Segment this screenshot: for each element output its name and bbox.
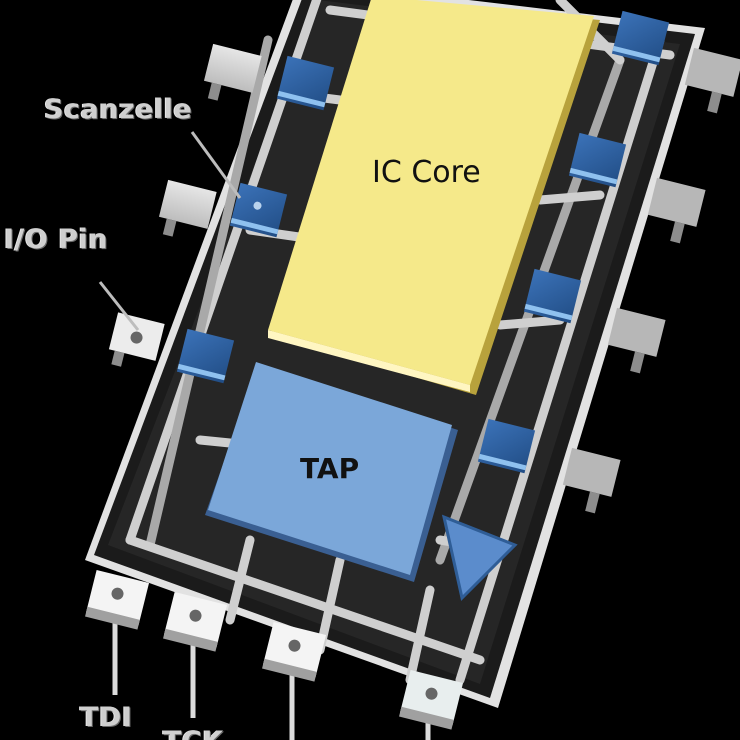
scan-cell bbox=[611, 10, 670, 66]
tdo-arrow-icon bbox=[441, 514, 518, 601]
scan-cell bbox=[276, 55, 335, 111]
scan-cell bbox=[568, 132, 627, 188]
io-pin-leader bbox=[98, 281, 140, 331]
scan-cell bbox=[523, 268, 582, 324]
io-pin bbox=[684, 47, 740, 114]
io-pin bbox=[108, 312, 165, 367]
tap-label: TAP bbox=[300, 452, 360, 485]
tdo-pin bbox=[399, 669, 464, 740]
ic-core-block bbox=[268, 0, 600, 395]
tck-pin bbox=[163, 591, 228, 718]
callout-lines bbox=[98, 131, 242, 331]
io-pin bbox=[158, 179, 217, 237]
scan-cells bbox=[176, 10, 670, 474]
io-pins bbox=[108, 43, 740, 514]
io-pin-callout: I/O Pin bbox=[4, 224, 109, 255]
io-pin bbox=[647, 177, 706, 244]
io-pin bbox=[562, 447, 621, 514]
tms-pin bbox=[262, 621, 327, 740]
scan-cell bbox=[229, 182, 288, 238]
jtag-pins bbox=[85, 569, 464, 740]
scan-cell-callout: Scanzelle bbox=[44, 94, 193, 125]
ic-core-label: IC Core bbox=[372, 155, 481, 190]
tap-block bbox=[205, 362, 518, 601]
scan-cell bbox=[176, 328, 235, 384]
scan-cell bbox=[477, 418, 536, 474]
io-pin bbox=[607, 307, 666, 374]
tdi-pin bbox=[85, 569, 150, 695]
io-pin bbox=[203, 43, 262, 101]
tck-label: TCK bbox=[163, 728, 224, 740]
scan-cell-leader bbox=[190, 131, 242, 199]
tdi-label: TDI bbox=[80, 702, 133, 733]
